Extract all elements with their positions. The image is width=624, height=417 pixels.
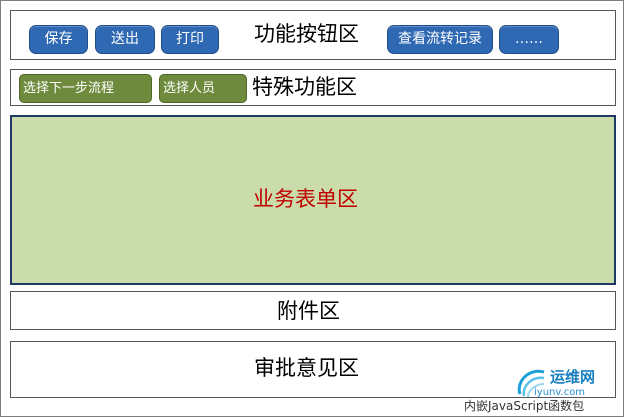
print-button[interactable]: 打印: [161, 25, 219, 54]
more-button[interactable]: ……: [499, 25, 559, 54]
select-next-step-button[interactable]: 选择下一步流程: [19, 74, 152, 103]
watermark-site-url: iyunv.com: [534, 387, 586, 398]
save-button[interactable]: 保存: [29, 25, 88, 54]
form-zone-title: 业务表单区: [253, 187, 358, 211]
function-zone-title: 功能按钮区: [254, 22, 359, 46]
send-button[interactable]: 送出: [95, 25, 155, 54]
business-form-zone: 业务表单区: [10, 115, 616, 285]
watermark-logo: 运维网 iyunv.com: [514, 364, 616, 400]
function-button-zone: 保存 送出 打印 功能按钮区 查看流转记录 ……: [10, 10, 616, 60]
swirl-logo-icon: [517, 369, 545, 398]
attachment-zone: 附件区: [10, 291, 616, 330]
approval-zone-title: 审批意见区: [254, 356, 359, 380]
watermark-site-name: 运维网: [550, 368, 596, 386]
embedded-js-caption: 内嵌JavaScript函数包: [464, 399, 585, 413]
select-person-button[interactable]: 选择人员: [159, 74, 247, 103]
approval-opinion-zone: 审批意见区: [10, 341, 616, 398]
special-zone-title: 特殊功能区: [252, 75, 357, 99]
special-function-zone: 选择下一步流程 选择人员 特殊功能区: [10, 69, 616, 106]
attachment-zone-title: 附件区: [277, 299, 340, 323]
view-flow-history-button[interactable]: 查看流转记录: [387, 25, 493, 54]
